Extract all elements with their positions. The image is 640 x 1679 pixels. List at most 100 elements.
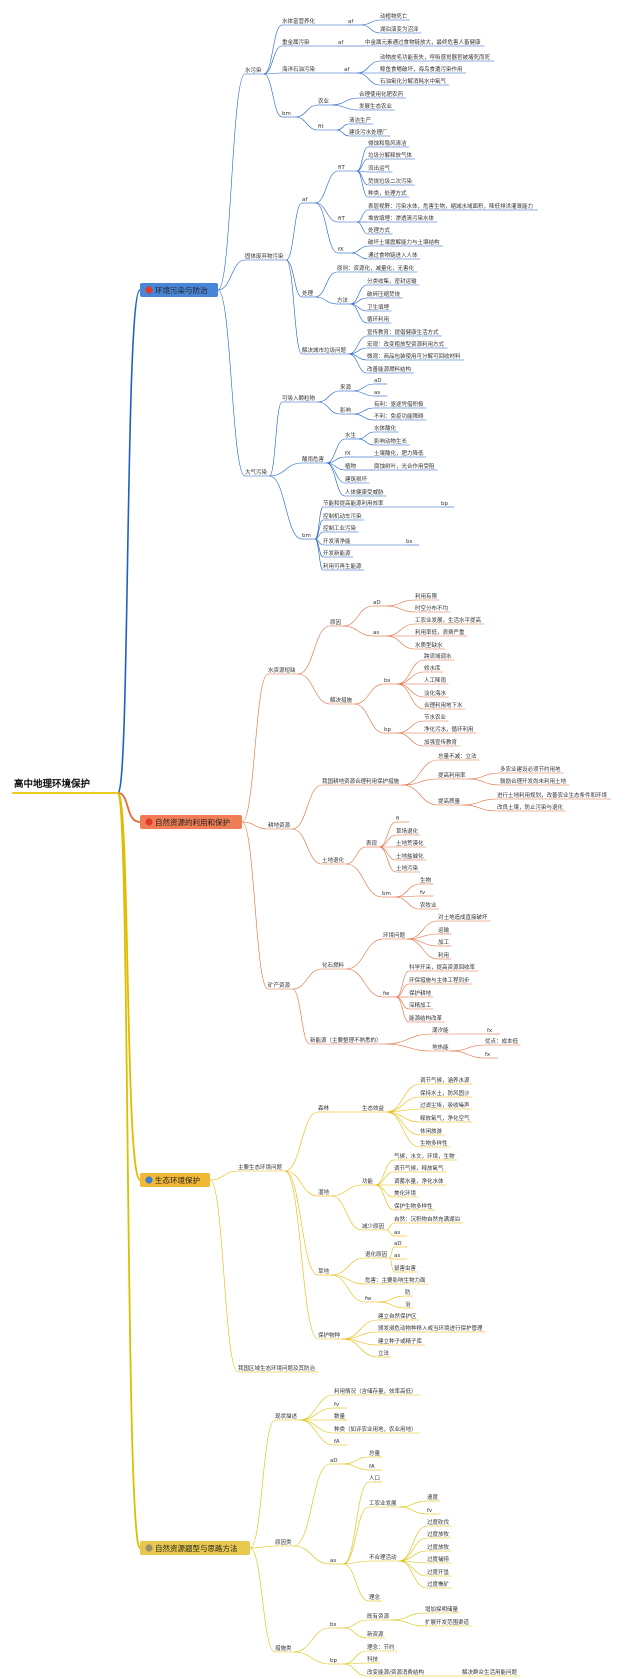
node-b3-wf_5: 保护生物多样性: [394, 1202, 433, 1210]
node-b2-p_5: 土地污染: [396, 864, 419, 872]
node-b4-s_3: 数量: [334, 1412, 346, 1420]
node-b2-land: 耕地资源: [268, 821, 291, 829]
connector-line: [402, 784, 439, 806]
node-b2-e_1: 对土地造成直接破坏: [438, 913, 488, 921]
node-b2-c_aD: aD: [373, 600, 381, 606]
connector-line: [353, 390, 375, 397]
connector-line: [379, 834, 397, 848]
node-b4-s_2: fv: [334, 1402, 340, 1408]
connector-line: [398, 1506, 428, 1515]
node-b4-fix_2: 扩展开发范围渠道: [425, 1618, 470, 1626]
root-node[interactable]: 高中地理环境保护: [12, 778, 118, 794]
node-b1-ac_bld: 建筑损坏: [345, 475, 368, 483]
node-b3-sp_4: 立法: [378, 1349, 390, 1357]
node-b2-land_prot: 我国耕地资源合理利用保护措施: [322, 777, 400, 785]
node-b2-p_4: 土地盐碱化: [396, 852, 424, 860]
connector-line: [462, 804, 498, 812]
connector-line: [407, 933, 439, 940]
branch-trunk: [117, 792, 141, 1181]
branch-trunk: [117, 792, 141, 1549]
branch-box-3[interactable]: 生态环境保护: [140, 1173, 210, 1187]
connector-line: [326, 462, 346, 497]
connector-line: [285, 259, 303, 355]
connector-line: [293, 1545, 331, 1565]
node-b2-e_2: 运输: [438, 926, 450, 934]
connector-line: [285, 202, 303, 261]
node-b3-g_harm: 危害：主要影响生物力面: [365, 1276, 426, 1284]
node-b1-w_fit: fit: [318, 124, 324, 130]
branch-label: 环境污染与防治: [155, 285, 208, 295]
connector-line: [343, 1663, 368, 1677]
node-b1-m3: 卫生填埋: [367, 303, 390, 311]
connector-line: [315, 170, 339, 204]
connector-line: [299, 1419, 335, 1434]
connector-line: [343, 1662, 368, 1665]
branch-trunk: [117, 289, 141, 794]
connector-line: [348, 353, 368, 374]
node-b2-perf: 表现: [366, 839, 378, 847]
connector-line: [343, 1563, 370, 1602]
node-b1-s_fit_3: 流出运气: [368, 164, 391, 172]
node-b1-heavy: 重金属污染: [282, 38, 310, 46]
connector-line: [386, 635, 416, 650]
node-b3-fe_6: 生物多样性: [420, 1139, 448, 1147]
node-b1-oil_2: 鲸鱼食鳍破坏，海鸟食遭污染作用: [380, 65, 463, 73]
connector-line: [336, 129, 350, 137]
branch-box-bg: [140, 1173, 210, 1187]
node-b2-c_aD_1: 利用有限: [415, 592, 438, 600]
node-b4-as_idea: 理念: [369, 1593, 381, 1601]
node-b1-s_fx_2: 通过食物链进入人体: [368, 251, 418, 259]
connector-line: [398, 1560, 428, 1589]
node-b4-bp_2: 科技: [367, 1655, 379, 1663]
node-b2-fw_4: 深精加工: [409, 1001, 432, 1009]
branch-box-1[interactable]: 环境污染与防治: [140, 283, 218, 297]
node-b1-a_bm: bm: [302, 533, 311, 539]
node-b1-s_fit_5: 种类，处理方式: [368, 189, 407, 197]
connector-line: [315, 296, 338, 305]
connector-line: [263, 45, 283, 75]
node-b1-acid: 酸雨危害: [302, 455, 325, 463]
node-b3-wet: 湿地: [318, 1188, 330, 1196]
node-b2-bs_5: 合理利用地下水: [424, 701, 463, 709]
connector-line: [361, 19, 381, 26]
node-b1-abm_4_bs: bs: [406, 539, 412, 545]
connector-line: [391, 1612, 426, 1621]
connector-line: [342, 1338, 379, 1358]
connector-line: [396, 996, 410, 1010]
node-b1-solid: 固体废弃物污染: [245, 252, 284, 260]
node-b4-as_ind: 工农业发展: [369, 1499, 397, 1507]
connector-line: [398, 1550, 428, 1562]
node-b1-abm_1_bp: bp: [441, 501, 448, 507]
node-b2-c_as_2: 利用率低，浪费严重: [415, 628, 465, 636]
branch-box-4[interactable]: 自然资源题型与思路方法: [140, 1541, 250, 1555]
node-b2-c_as: as: [373, 630, 379, 636]
connector-line: [386, 1222, 395, 1231]
branch-label: 自然资源题型与思路方法: [155, 1543, 238, 1553]
node-b1-s_fit_1: 侵蚀和隐风清洁: [368, 139, 407, 147]
connector-line: [343, 1650, 368, 1665]
node-b2-tide_fx: fx: [487, 1028, 493, 1034]
connector-line: [407, 938, 439, 947]
connector-line: [356, 209, 369, 223]
node-b4-aD_2: fA: [369, 1464, 375, 1470]
node-b3-fe_4: 释放氧气，净化空气: [420, 1114, 470, 1122]
connector-line: [292, 784, 323, 830]
connector-line: [343, 625, 374, 637]
connector-line: [348, 335, 368, 355]
connector-line: [241, 673, 269, 823]
node-b1-particle: 可吸入颗粒物: [282, 394, 316, 402]
node-b4-s_4: 种类（如评农业用地，农业用地）: [334, 1425, 417, 1433]
connector-line: [346, 968, 384, 998]
branch-box-2[interactable]: 自然资源的利用和保护: [140, 815, 242, 829]
branch-trunk: [117, 792, 141, 823]
connector-line: [467, 778, 501, 786]
method-icon: [145, 1544, 153, 1552]
node-b3-region: 我国区域生态环境问题及其防治: [238, 1364, 316, 1372]
node-b1-oil_1: 动物皮毛功能丧失，呼吸感觉器官被堵死而死: [380, 53, 491, 61]
connector-line: [342, 1331, 379, 1340]
node-b3-fe_5: 休闲旅游: [420, 1127, 443, 1135]
node-b3-gfw_1: 防: [405, 1288, 411, 1296]
connector-line: [269, 401, 283, 477]
node-b3-wf_2: 调节气候，释放氧气: [394, 1164, 444, 1172]
